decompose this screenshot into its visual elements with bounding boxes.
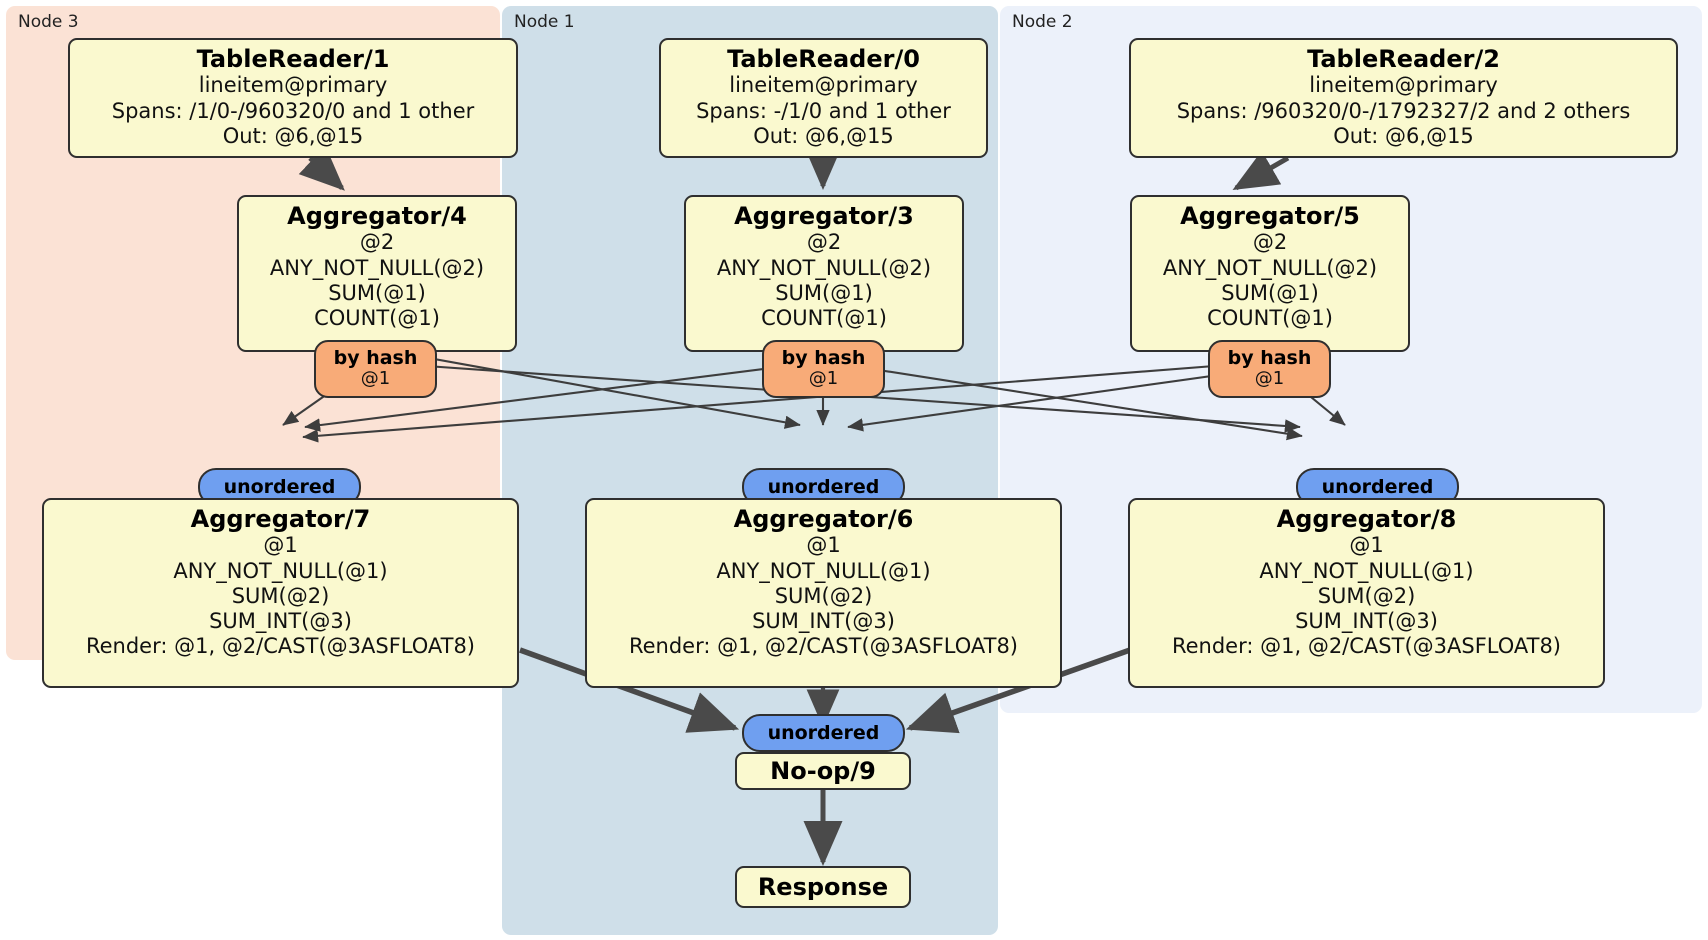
router-column: @1 [808,368,839,390]
processor-line: ANY_NOT_NULL(@2) [716,255,932,280]
processor-line: ANY_NOT_NULL(@1) [1259,558,1474,583]
node-label-node1: Node 1 [514,12,575,32]
processor-response[interactable]: Response [735,866,911,908]
hash-router-right[interactable]: by hash @1 [1208,340,1331,398]
processor-line: Spans: -/1/0 and 1 other [696,98,951,123]
processor-line: Spans: /960320/0-/1792327/2 and 2 others [1176,98,1631,123]
hash-router-middle[interactable]: by hash @1 [762,340,885,398]
processor-title: TableReader/1 [196,45,390,73]
processor-line: SUM(@2) [774,583,873,608]
router-title: by hash [1227,347,1312,370]
processor-title: Aggregator/5 [1180,202,1360,230]
processor-noop-9[interactable]: No-op/9 [735,752,911,790]
processor-line: Render: @1, @2/CAST(@3ASFLOAT8) [85,634,476,659]
processor-line: @2 [359,230,395,255]
processor-title: No-op/9 [770,756,876,785]
processor-line: Out: @6,@15 [753,123,894,148]
processor-title: Aggregator/8 [1276,505,1457,533]
processor-line: SUM(@1) [1221,280,1319,305]
processor-line: ANY_NOT_NULL(@1) [173,558,388,583]
sync-title: unordered [767,721,880,744]
node-label-node3: Node 3 [18,12,79,32]
processor-aggregator-6[interactable]: Aggregator/6 @1 ANY_NOT_NULL(@1) SUM(@2)… [585,498,1062,688]
router-title: by hash [333,347,418,370]
processor-line: Render: @1, @2/CAST(@3ASFLOAT8) [628,634,1019,659]
processor-line: Out: @6,@15 [222,123,364,148]
processor-aggregator-3[interactable]: Aggregator/3 @2 ANY_NOT_NULL(@2) SUM(@1)… [684,195,964,352]
processor-line: SUM(@2) [1317,583,1416,608]
processor-line: COUNT(@1) [314,305,440,330]
router-column: @1 [1254,368,1285,390]
processor-line: ANY_NOT_NULL(@2) [1162,255,1378,280]
processor-line: @1 [806,533,841,558]
processor-aggregator-4[interactable]: Aggregator/4 @2 ANY_NOT_NULL(@2) SUM(@1)… [237,195,517,352]
processor-line: SUM(@1) [775,280,873,305]
processor-table-reader-0[interactable]: TableReader/0 lineitem@primary Spans: -/… [659,38,988,158]
node-label-node2: Node 2 [1012,12,1073,32]
processor-title: Aggregator/4 [287,202,467,230]
processor-line: lineitem@primary [198,73,388,98]
processor-title: TableReader/2 [1307,45,1500,73]
router-title: by hash [781,347,866,370]
processor-line: Spans: /1/0-/960320/0 and 1 other [111,98,475,123]
processor-line: COUNT(@1) [1207,305,1333,330]
sync-title: unordered [1321,475,1434,498]
processor-line: SUM(@1) [328,280,426,305]
processor-aggregator-7[interactable]: Aggregator/7 @1 ANY_NOT_NULL(@1) SUM(@2)… [42,498,519,688]
processor-line: Render: @1, @2/CAST(@3ASFLOAT8) [1171,634,1562,659]
router-column: @1 [360,368,391,390]
processor-line: @2 [806,230,842,255]
processor-line: SUM(@2) [231,583,330,608]
hash-router-left[interactable]: by hash @1 [314,340,437,398]
processor-line: @1 [263,533,298,558]
processor-title: TableReader/0 [727,45,920,73]
processor-line: Out: @6,@15 [1333,123,1474,148]
processor-aggregator-5[interactable]: Aggregator/5 @2 ANY_NOT_NULL(@2) SUM(@1)… [1130,195,1410,352]
processor-title: Aggregator/7 [190,505,371,533]
processor-line: lineitem@primary [1309,73,1498,98]
processor-line: ANY_NOT_NULL(@2) [269,255,485,280]
sync-title: unordered [767,475,880,498]
processor-line: @1 [1349,533,1384,558]
processor-line: COUNT(@1) [761,305,887,330]
processor-line: ANY_NOT_NULL(@1) [716,558,931,583]
processor-line: SUM_INT(@3) [209,608,352,633]
processor-aggregator-8[interactable]: Aggregator/8 @1 ANY_NOT_NULL(@1) SUM(@2)… [1128,498,1605,688]
processor-title: Aggregator/6 [733,505,914,533]
processor-line: SUM_INT(@3) [1295,608,1438,633]
processor-line: SUM_INT(@3) [752,608,895,633]
processor-line: @2 [1252,230,1288,255]
sync-title: unordered [223,475,336,498]
processor-title: Aggregator/3 [734,202,914,230]
unordered-sync-final[interactable]: unordered [742,714,905,752]
processor-table-reader-2[interactable]: TableReader/2 lineitem@primary Spans: /9… [1129,38,1678,158]
processor-line: lineitem@primary [729,73,918,98]
processor-title: Response [757,872,889,901]
processor-table-reader-1[interactable]: TableReader/1 lineitem@primary Spans: /1… [68,38,518,158]
